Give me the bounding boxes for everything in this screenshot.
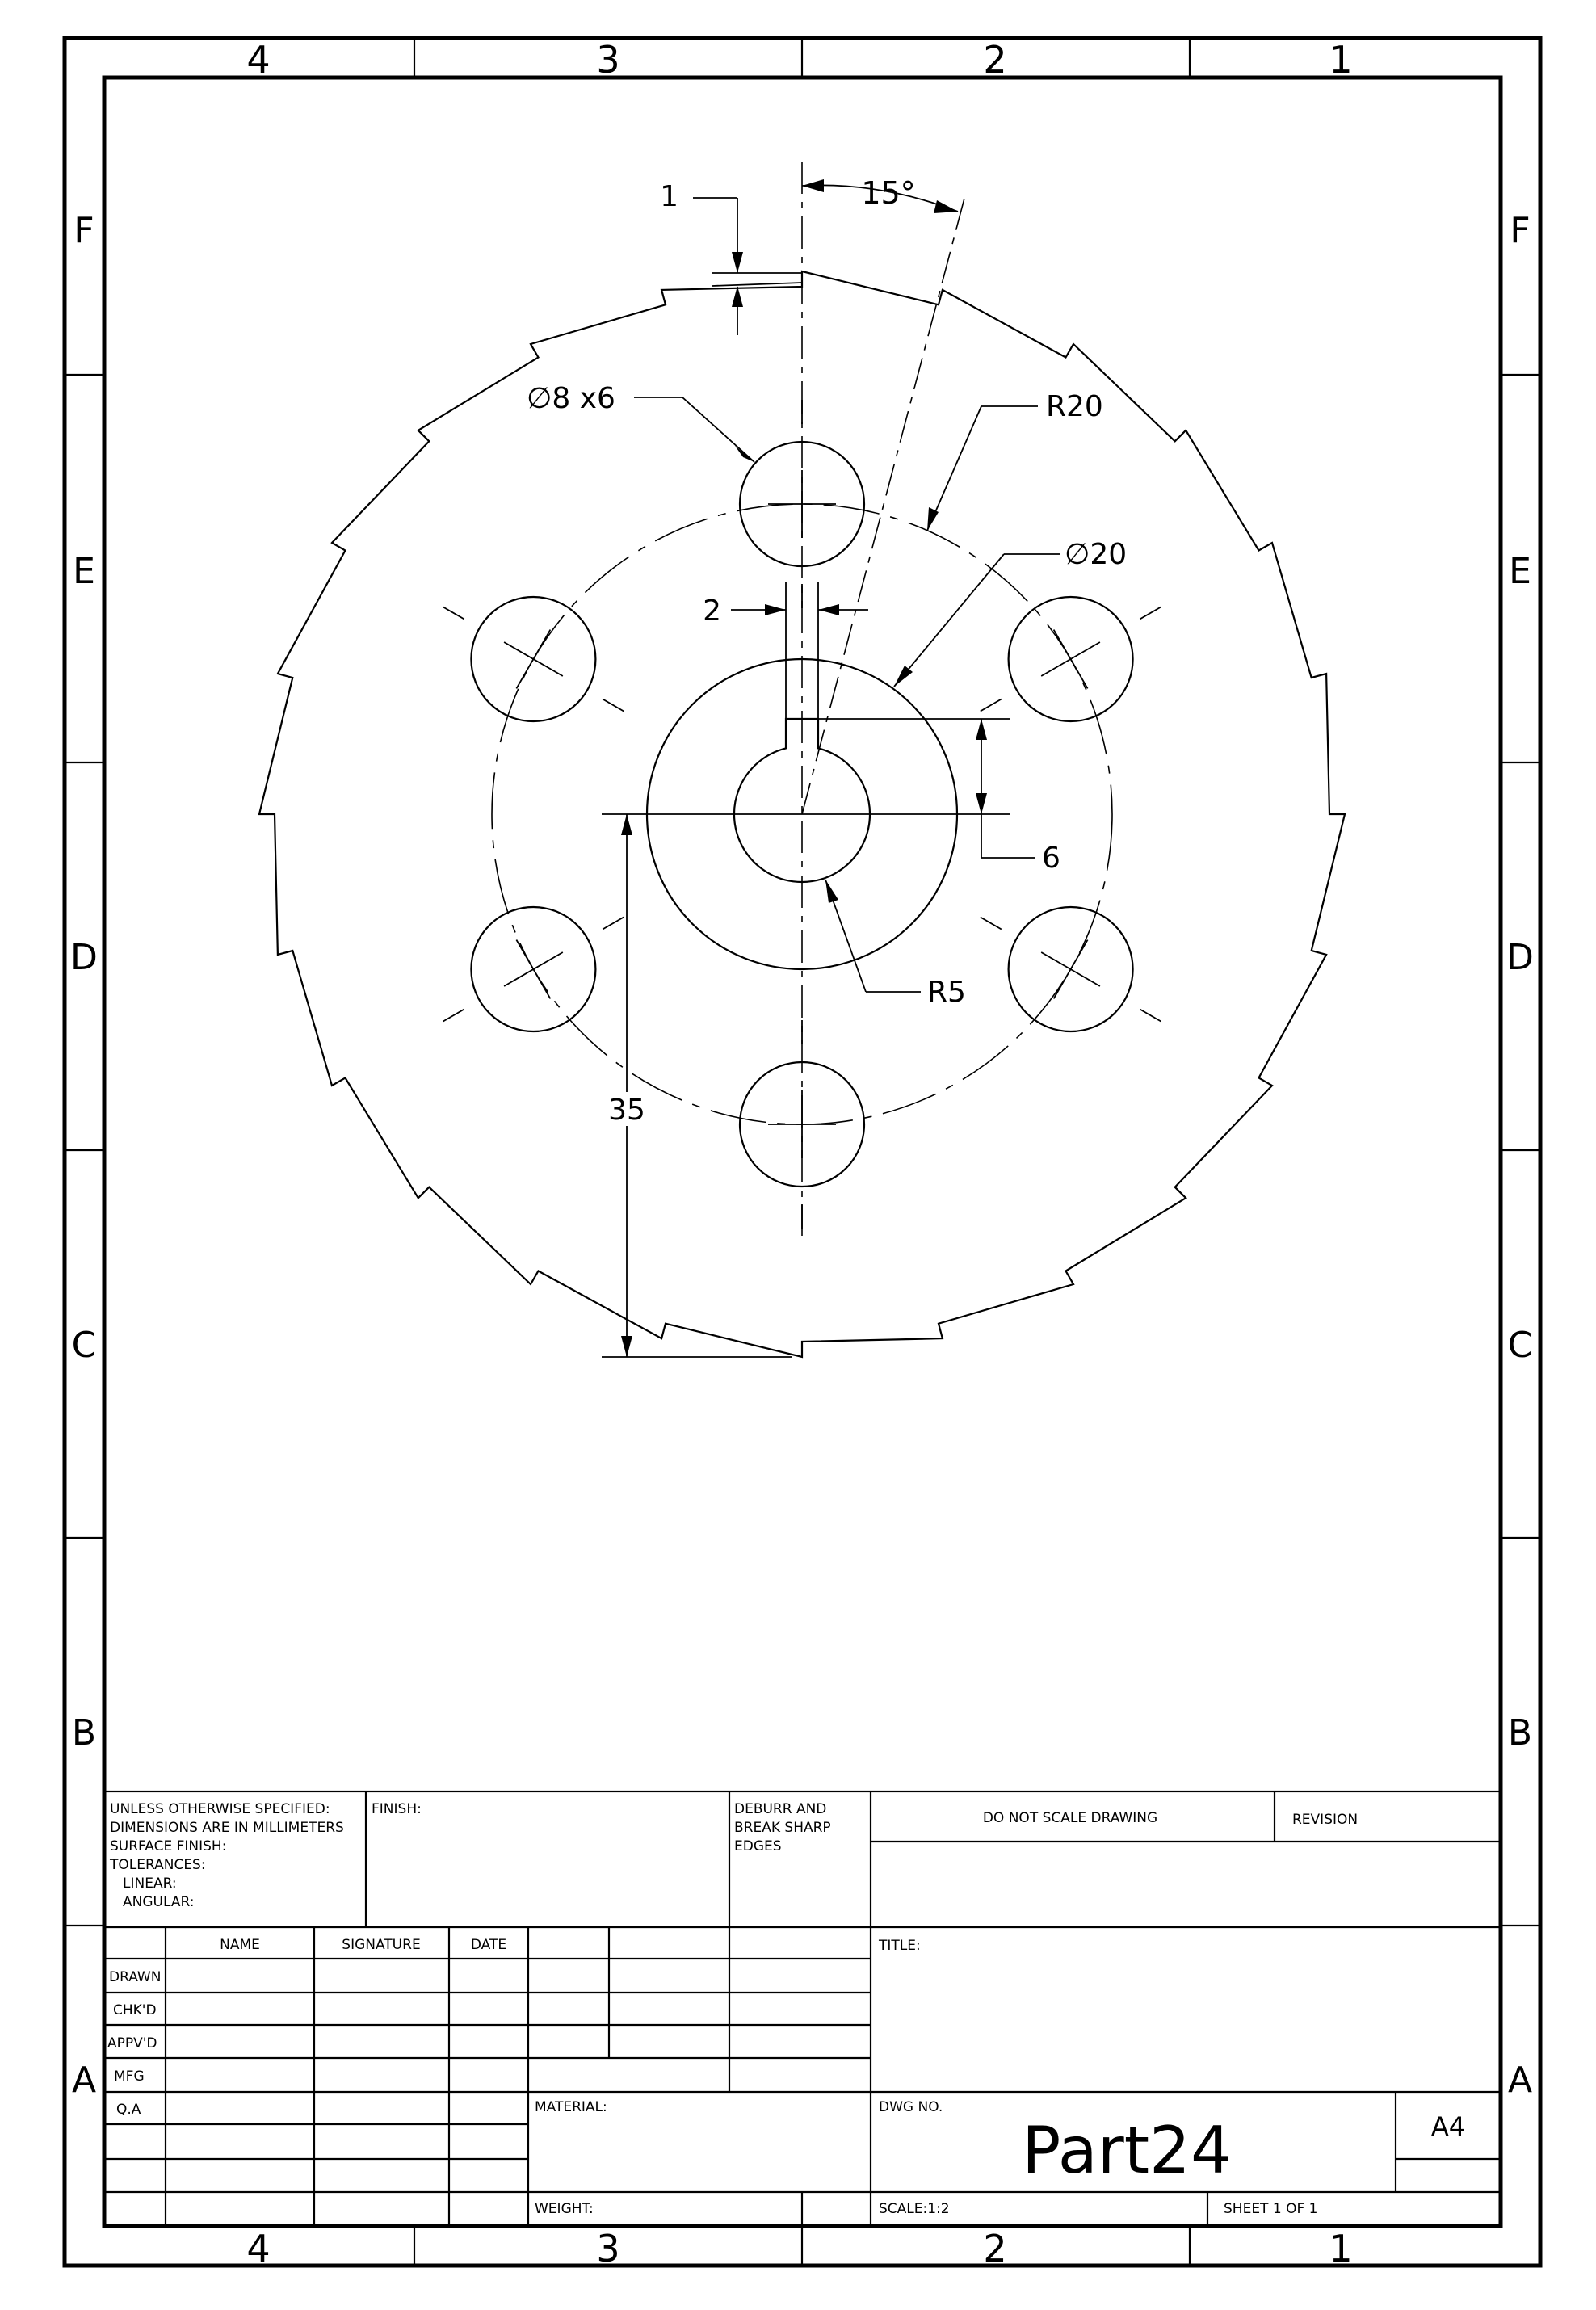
row-label-right-E: E — [1509, 551, 1531, 592]
hole-centerline-stub — [980, 698, 1002, 712]
col-label-top-1: 1 — [1329, 38, 1352, 82]
role-checked: CHK'D — [113, 2002, 157, 2018]
row-label-right-F: F — [1510, 210, 1530, 251]
row-label-right-C: C — [1508, 1325, 1533, 1366]
angle-dimension: 15° — [861, 175, 915, 211]
col-label-bottom-4: 4 — [246, 2227, 270, 2270]
col-label-bottom-1: 1 — [1329, 2227, 1352, 2270]
role-approved: APPV'D — [107, 2035, 158, 2052]
row-label-left-A: A — [72, 2060, 96, 2101]
hole-center-mark — [515, 939, 552, 999]
bolt-hole — [1007, 595, 1134, 723]
col-label-bottom-2: 2 — [983, 2227, 1006, 2270]
finish-label: FINISH: — [372, 1801, 422, 1817]
hole-centerline-stub — [602, 698, 624, 712]
hole-centerline-stub — [443, 606, 465, 620]
hole-center-mark — [1052, 629, 1089, 689]
deburr-line-2: BREAK SHARP — [734, 1820, 831, 1836]
sheet-size: A4 — [1431, 2111, 1465, 2142]
deburr-line-1: DEBURR AND — [734, 1801, 826, 1817]
col-label-top-2: 2 — [983, 38, 1006, 82]
material-label: MATERIAL: — [535, 2099, 607, 2115]
row-label-left-B: B — [72, 1712, 96, 1754]
bolt-hole — [470, 595, 597, 723]
role-qa: Q.A — [116, 2102, 141, 2118]
angle-reference-line — [801, 191, 967, 815]
step-dimension: 1 — [660, 180, 678, 213]
row-label-right-D: D — [1506, 937, 1534, 978]
hole-centerline-stub — [980, 916, 1002, 930]
do-not-scale-label: DO NOT SCALE DRAWING — [983, 1810, 1157, 1826]
deburr-line-3: EDGES — [734, 1838, 782, 1854]
revision-label: REVISION — [1292, 1812, 1358, 1828]
col-label-top-4: 4 — [246, 38, 270, 82]
zone-ticks — [65, 38, 1540, 2266]
col-label-top-3: 3 — [596, 38, 620, 82]
hole-centerline-stub — [1139, 1008, 1161, 1023]
dimensions: 1 15° ∅8 x6 R20 ∅20 2 — [527, 175, 1127, 1358]
bore-with-keyway — [733, 717, 872, 884]
bolt-hole — [470, 905, 597, 1033]
row-label-left-E: E — [73, 551, 95, 592]
row-label-right-B: B — [1508, 1712, 1532, 1754]
sheet-label: SHEET 1 OF 1 — [1224, 2201, 1317, 2217]
drawing-number: Part24 — [1022, 2113, 1232, 2188]
note-line-6: ANGULAR: — [123, 1894, 194, 1910]
hole-center-mark — [515, 629, 552, 689]
serrated-outer-profile — [258, 270, 1346, 1359]
hole-centerline-stub — [443, 1008, 465, 1023]
hole-centerline-stub — [602, 916, 624, 930]
keyway-width-dimension: 2 — [703, 594, 721, 628]
outer-radius-callout: R20 — [1046, 390, 1103, 423]
signature-header: SIGNATURE — [342, 1937, 420, 1953]
center-height-dimension: 35 — [608, 1094, 645, 1127]
note-line-3: SURFACE FINISH: — [110, 1838, 226, 1854]
note-line-1: UNLESS OTHERWISE SPECIFIED: — [110, 1801, 330, 1817]
weight-label: WEIGHT: — [535, 2201, 594, 2217]
note-line-4: TOLERANCES: — [109, 1857, 206, 1873]
part-view — [258, 162, 1346, 1359]
role-drawn: DRAWN — [109, 1969, 161, 1985]
row-labels: F E D C B A F E D C B A — [70, 210, 1534, 2101]
hole-center-mark — [1052, 939, 1089, 999]
bore-radius-callout: R5 — [927, 976, 966, 1009]
row-label-left-D: D — [70, 937, 98, 978]
column-labels: 4 3 2 1 4 3 2 1 — [246, 38, 1352, 2270]
row-label-right-A: A — [1508, 2060, 1532, 2101]
date-header: DATE — [471, 1937, 506, 1953]
bolt-hole — [1007, 905, 1134, 1033]
name-header: NAME — [220, 1937, 260, 1953]
row-label-left-C: C — [72, 1325, 97, 1366]
hole-centerline-stub — [1139, 606, 1161, 620]
hole-callout: ∅8 x6 — [527, 382, 615, 415]
dwg-no-label: DWG NO. — [879, 2099, 943, 2115]
title-label: TITLE: — [878, 1938, 921, 1954]
scale-label: SCALE:1:2 — [879, 2201, 950, 2217]
col-label-bottom-3: 3 — [596, 2227, 620, 2270]
note-line-2: DIMENSIONS ARE IN MILLIMETERS — [110, 1820, 344, 1836]
hub-diameter-callout: ∅20 — [1065, 538, 1127, 571]
role-mfg: MFG — [114, 2068, 145, 2085]
keyway-depth-dimension: 6 — [1042, 842, 1060, 875]
title-block: UNLESS OTHERWISE SPECIFIED: DIMENSIONS A… — [103, 1790, 1502, 2228]
row-label-left-F: F — [74, 210, 94, 251]
note-line-5: LINEAR: — [123, 1875, 177, 1892]
